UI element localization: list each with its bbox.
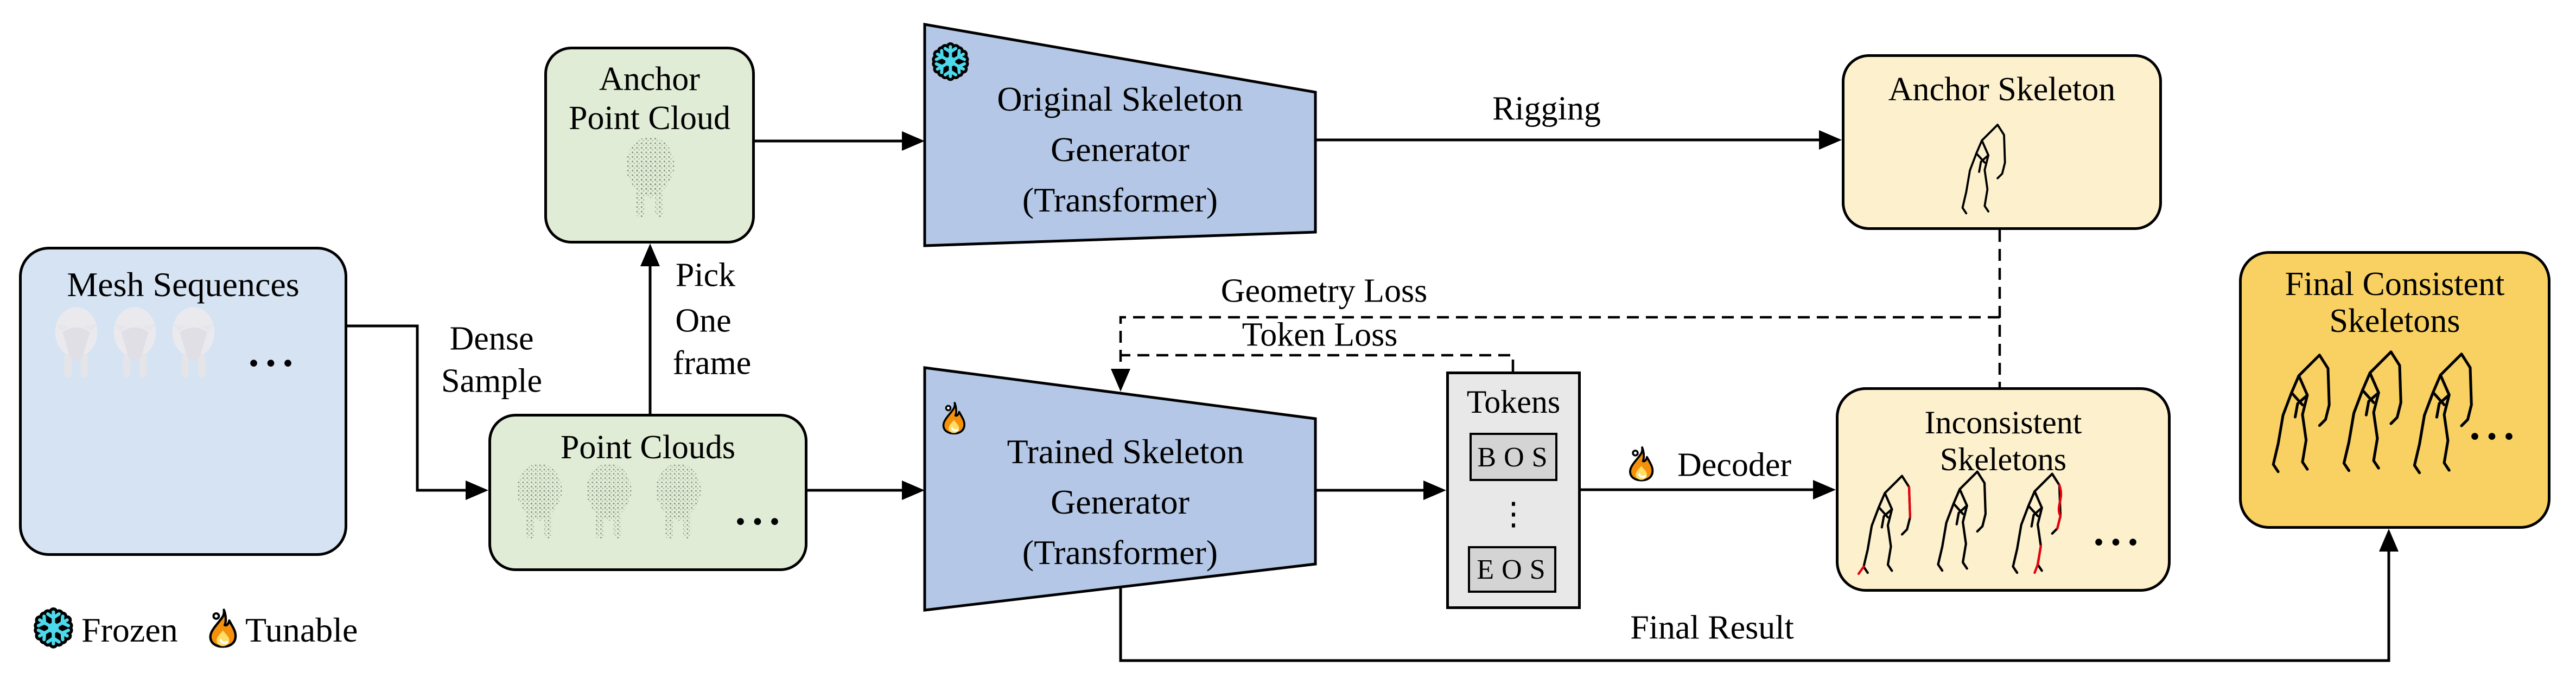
trained-generator-line2: Generator <box>1051 483 1190 521</box>
mesh-sequences-box: Mesh Sequences <box>19 247 347 556</box>
trained-generator-line1: Trained Skeleton <box>1007 432 1244 471</box>
tokens-title: Tokens <box>1466 384 1561 420</box>
anchor-point-cloud-title-line2: Point Cloud <box>568 100 730 137</box>
token-loss-label: Token Loss <box>1242 316 1398 354</box>
anchor-skeleton-box: Anchor Skeleton <box>1842 54 2162 230</box>
snowflake-icon <box>936 47 964 76</box>
dense-sample-label-line2: Sample <box>441 362 542 400</box>
legend-frozen-label: Frozen <box>81 611 178 649</box>
anchor-point-cloud-box: Anchor Point Cloud <box>544 47 755 244</box>
decoder-label: Decoder <box>1677 446 1791 484</box>
anchor-point-cloud-title-line1: Anchor <box>599 61 700 98</box>
rigging-label: Rigging <box>1492 90 1601 127</box>
pick-one-frame-label-line2: One <box>675 302 732 340</box>
original-generator-line3: (Transformer) <box>1022 181 1218 219</box>
inconsistent-ellipsis: ... <box>2093 507 2145 555</box>
dense-sample-label-line1: Dense <box>449 320 534 357</box>
final-title-line1: Final Consistent <box>2285 266 2505 303</box>
original-generator-line1: Original Skeleton <box>997 80 1243 118</box>
trained-generator-line3: (Transformer) <box>1022 533 1218 572</box>
inconsistent-skeletons-box: Inconsistent Skeletons <box>1836 387 2171 592</box>
fire-icon <box>1629 446 1654 482</box>
eos-token-chip: EOS <box>1468 546 1556 593</box>
snowflake-icon <box>39 612 68 644</box>
final-ellipsis: ... <box>2469 401 2521 449</box>
fire-icon <box>942 401 965 435</box>
point-clouds-title: Point Clouds <box>560 429 736 466</box>
legend-tunable-label: Tunable <box>245 611 358 649</box>
original-generator-line2: Generator <box>1051 130 1190 169</box>
point-clouds-ellipsis: ... <box>735 486 787 534</box>
fire-icon <box>211 610 236 646</box>
anchor-skeleton-title: Anchor Skeleton <box>1888 71 2116 108</box>
vertical-ellipsis-icon: ⋮ <box>1498 495 1529 532</box>
inconsistent-title-line1: Inconsistent <box>1924 405 2082 440</box>
bos-token-chip: BOS <box>1470 433 1557 481</box>
final-result-label: Final Result <box>1630 609 1794 646</box>
final-consistent-skeletons-box: Final Consistent Skeletons <box>2239 251 2550 529</box>
mesh-sequences-title: Mesh Sequences <box>67 265 300 304</box>
pick-one-frame-label-line1: Pick <box>675 257 736 294</box>
inconsistent-title-line2: Skeletons <box>1939 441 2067 477</box>
geometry-loss-label: Geometry Loss <box>1220 272 1428 310</box>
final-title-line2: Skeletons <box>2329 303 2460 340</box>
pick-one-frame-label-line3: frame <box>672 344 752 382</box>
mesh-ellipsis: ... <box>248 328 300 376</box>
